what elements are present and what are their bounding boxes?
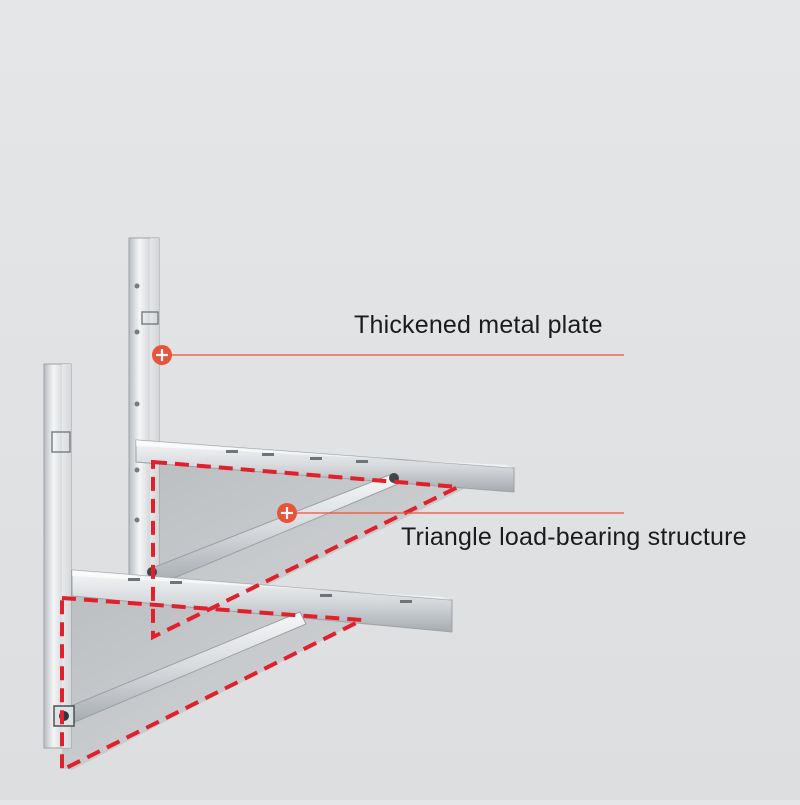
back-bracket [128,237,515,635]
plus-icon[interactable] [152,345,172,365]
front-bracket-horizontal-arm [71,569,453,633]
callout-label-triangle: Triangle load-bearing structure [401,523,747,551]
front-bracket [43,363,453,770]
triangle-outline-front [60,595,370,774]
front-bracket-plate [62,596,362,770]
plus-icon[interactable] [277,503,297,523]
triangle-outline-back [151,459,466,641]
callout-label-plate: Thickened metal plate [354,311,603,339]
